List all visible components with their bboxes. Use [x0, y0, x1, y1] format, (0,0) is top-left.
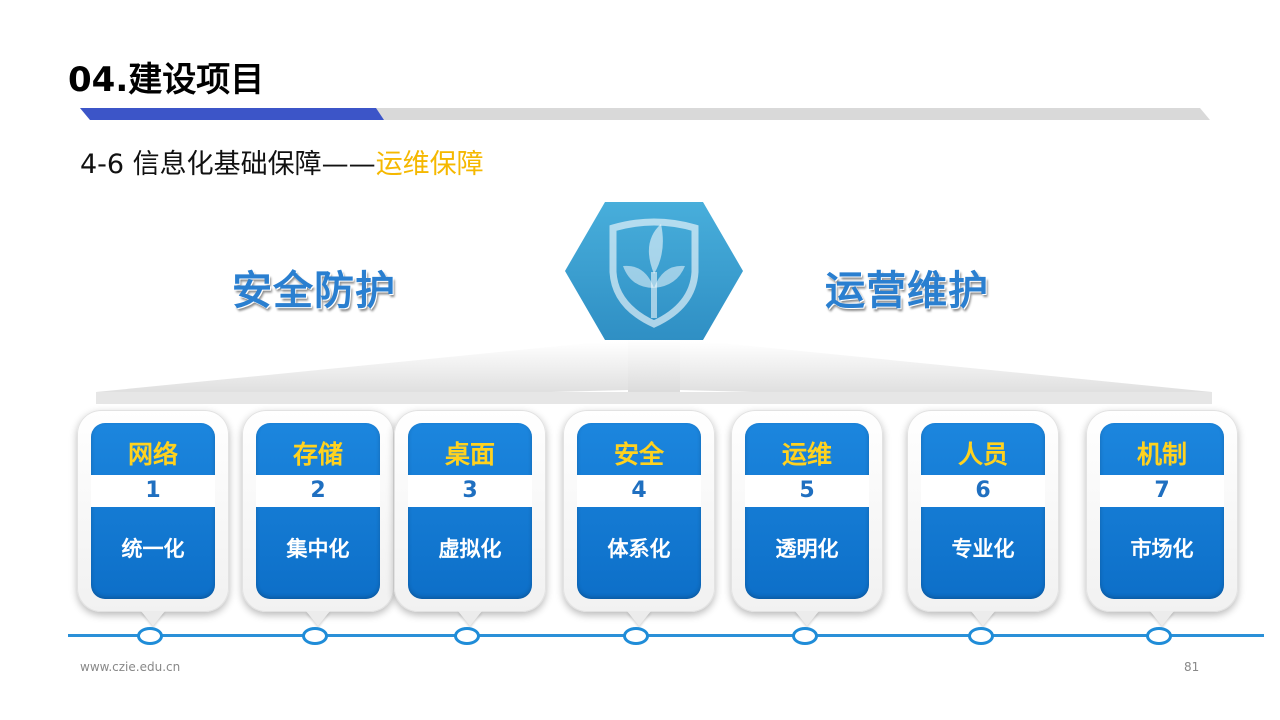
card-panel: 存储 2 集中化: [256, 423, 380, 599]
card-description: 集中化: [286, 537, 350, 561]
card-6: 人员 6 专业化: [907, 410, 1059, 612]
card-panel: 网络 1 统一化: [91, 423, 215, 599]
timeline-node: [1146, 627, 1172, 645]
card-3: 桌面 3 虚拟化: [394, 410, 546, 612]
title-underline-bar: [80, 108, 1210, 120]
card-4: 安全 4 体系化: [563, 410, 715, 612]
card-number: 6: [921, 475, 1045, 507]
label-security-protection: 安全防护: [232, 268, 396, 314]
card-description: 市场化: [1130, 537, 1194, 561]
card-number: 5: [745, 475, 869, 507]
timeline-node: [623, 627, 649, 645]
subtitle-highlight: 运维保障: [375, 149, 484, 180]
card-number: 7: [1100, 475, 1224, 507]
card-panel: 人员 6 专业化: [921, 423, 1045, 599]
card-description: 透明化: [775, 537, 839, 561]
card-number: 2: [256, 475, 380, 507]
connector-fan: [96, 340, 1212, 404]
timeline-node: [792, 627, 818, 645]
card-number: 4: [577, 475, 701, 507]
card-panel: 运维 5 透明化: [745, 423, 869, 599]
shield-sprout-icon: [565, 202, 743, 340]
page-number: 81: [1184, 660, 1200, 674]
subtitle-prefix: 4-6 信息化基础保障——: [80, 149, 376, 180]
card-2: 存储 2 集中化: [242, 410, 394, 612]
card-description: 体系化: [607, 537, 671, 561]
card-description: 虚拟化: [438, 537, 502, 561]
timeline-node: [968, 627, 994, 645]
timeline-node: [137, 627, 163, 645]
timeline-line: [68, 634, 1264, 637]
timeline-node: [302, 627, 328, 645]
card-category: 机制: [1136, 440, 1187, 469]
footer-url: www.czie.edu.cn: [80, 660, 181, 674]
card-category: 安全: [613, 440, 664, 469]
card-category: 运维: [781, 440, 832, 469]
card-category: 桌面: [444, 440, 495, 469]
label-operation-maintenance: 运营维护: [825, 268, 989, 314]
card-7: 机制 7 市场化: [1086, 410, 1238, 612]
card-category: 网络: [127, 440, 178, 469]
card-number: 1: [91, 475, 215, 507]
card-panel: 安全 4 体系化: [577, 423, 701, 599]
card-5: 运维 5 透明化: [731, 410, 883, 612]
card-panel: 机制 7 市场化: [1100, 423, 1224, 599]
card-panel: 桌面 3 虚拟化: [408, 423, 532, 599]
section-subtitle: 4-6 信息化基础保障——运维保障: [80, 142, 484, 181]
page-title: 04.建设项目: [68, 60, 265, 100]
card-description: 专业化: [951, 537, 1015, 561]
card-number: 3: [408, 475, 532, 507]
card-category: 存储: [292, 440, 343, 469]
card-description: 统一化: [121, 537, 185, 561]
timeline-node: [454, 627, 480, 645]
card-1: 网络 1 统一化: [77, 410, 229, 612]
card-category: 人员: [957, 440, 1008, 469]
